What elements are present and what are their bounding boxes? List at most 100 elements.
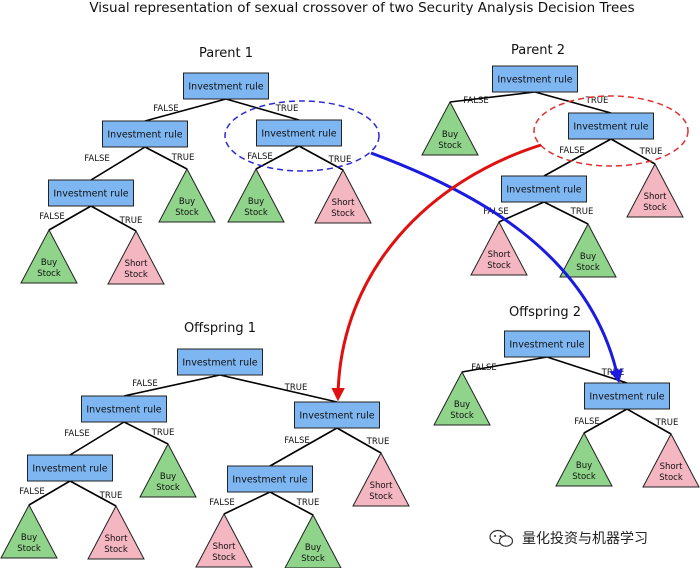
leaf-label-line-1: Buy <box>160 472 176 482</box>
parent-2-branch-label-true: TRUE <box>570 207 594 217</box>
leaf-label-line-1: Short <box>125 259 148 269</box>
offspring-1-edge <box>269 427 338 467</box>
leaf-label-line-2: Stock <box>37 269 61 279</box>
parent-2-edge <box>610 138 656 165</box>
leaf-label-line-2: Stock <box>17 544 41 554</box>
offspring-1-edge <box>69 480 117 507</box>
parent-1-crossover-selection <box>224 100 380 172</box>
watermark: 量化投资与机器学习 <box>489 529 648 547</box>
parent-1-edge <box>90 205 137 232</box>
offspring-1-edge <box>336 427 382 454</box>
tree-title-offspring-2: Offspring 2 <box>509 305 581 320</box>
offspring-2-branch-label-false: FALSE <box>574 417 599 427</box>
leaf-label-line-1: Buy <box>21 533 37 543</box>
leaf-label-line-1: Short <box>488 250 511 260</box>
leaf-label-line-1: Buy <box>305 543 321 553</box>
parent-2-edge <box>498 201 545 223</box>
leaf-label-line-1: Buy <box>576 461 592 471</box>
leaf-label-line-2: Stock <box>212 553 236 563</box>
leaf-label-line-1: Buy <box>454 400 470 410</box>
offspring-1-branch-label-true: TRUE <box>366 437 390 447</box>
parent-2-branch-label-true: TRUE <box>585 96 609 106</box>
parent-1-branch-label-true: TRUE <box>171 153 195 163</box>
rule-label: Investment rule <box>188 82 263 93</box>
parent-1-branch-label-false: FALSE <box>84 154 109 164</box>
leaf-label-line-1: Buy <box>248 197 264 207</box>
leaf-label-line-2: Stock <box>659 473 683 483</box>
offspring-1-branch-label-true: TRUE <box>296 498 320 508</box>
crossover-selections <box>224 95 689 172</box>
rule-label: Investment rule <box>509 340 584 351</box>
leaf-label-line-1: Buy <box>442 130 458 140</box>
rule-label: Investment rule <box>497 75 572 86</box>
leaf-label-line-2: Stock <box>301 554 325 564</box>
parent-1-edge <box>90 146 146 181</box>
watermark-text: 量化投资与机器学习 <box>522 531 648 547</box>
offspring-1-branch-label-false: FALSE <box>64 429 89 439</box>
parent-1-edge <box>298 145 344 171</box>
parent-1-edge <box>144 146 188 170</box>
parent-2-edge <box>543 138 612 177</box>
leaf-label-line-2: Stock <box>104 545 128 555</box>
rule-label: Investment rule <box>32 464 107 475</box>
leaf-label-line-1: Short <box>332 198 355 208</box>
tree-title-parent-1: Parent 1 <box>199 46 253 61</box>
leaf-label-line-2: Stock <box>438 141 462 151</box>
leaf-label-line-1: Short <box>644 192 667 202</box>
parent-2-crossover-selection <box>533 95 689 167</box>
figure-title: Visual representation of sexual crossove… <box>89 0 634 16</box>
rule-label: Investment rule <box>232 475 307 486</box>
crossover-arrows <box>331 143 623 402</box>
parent-1-edge <box>225 98 300 121</box>
parent-1-branch-label-true: TRUE <box>328 155 352 165</box>
leaf-label-line-2: Stock <box>156 483 180 493</box>
offspring-2-edge <box>626 408 672 435</box>
leaf-label-line-1: Buy <box>580 252 596 262</box>
offspring-1-edge <box>69 421 125 456</box>
leaf-label-line-2: Stock <box>572 472 596 482</box>
leaf-label-line-2: Stock <box>576 263 600 273</box>
leaf-label-line-1: Short <box>660 462 683 472</box>
offspring-1-investment-rule-node: Investment rule <box>294 401 380 429</box>
offspring-1-branch-label-false: FALSE <box>284 436 309 446</box>
rule-label: Investment rule <box>261 129 336 140</box>
parent-2-edge <box>449 91 536 103</box>
parent-2-investment-rule-node: Investment rule <box>501 175 587 203</box>
parent-2-branch-label-false: FALSE <box>559 146 584 156</box>
parent-1-branch-label-true: TRUE <box>119 216 143 226</box>
offspring-1-branch-label-false: FALSE <box>132 379 157 389</box>
offspring-1-branch-label-false: FALSE <box>19 487 44 497</box>
rule-label: Investment rule <box>86 405 161 416</box>
offspring-1-edge <box>219 374 338 403</box>
parent-1-branch-label-false: FALSE <box>39 212 64 222</box>
offspring-1-investment-rule-node: Investment rule <box>177 348 263 376</box>
rule-label: Investment rule <box>107 130 182 141</box>
parent-2-branch-label-true: TRUE <box>639 147 663 157</box>
tree-title-parent-2: Parent 2 <box>511 43 565 58</box>
parent-1-edge <box>144 98 227 122</box>
parent-2-branch-label-false: FALSE <box>463 96 488 106</box>
offspring-2-investment-rule-node: Investment rule <box>504 330 590 358</box>
leaf-label-line-2: Stock <box>175 208 199 218</box>
parent-2-investment-rule-node: Investment rule <box>492 65 578 93</box>
offspring-2-investment-rule-node: Investment rule <box>584 382 670 410</box>
parent-1-branch-label-true: TRUE <box>275 104 299 114</box>
offspring-2-branch-label-false: FALSE <box>471 363 496 373</box>
leaf-label-line-2: Stock <box>487 261 511 271</box>
crossover-arrow-blue <box>370 151 623 384</box>
parent-1-investment-rule-node: Investment rule <box>48 179 134 207</box>
offspring-2-edge <box>583 408 628 434</box>
